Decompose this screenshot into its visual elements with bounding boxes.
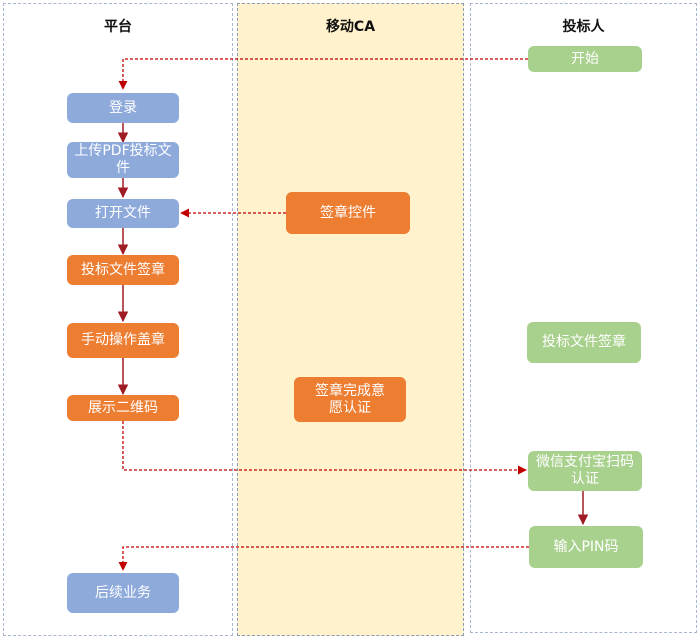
lane-mobile-ca: 移动CA bbox=[237, 3, 464, 636]
node-sign-control: 签章控件 bbox=[286, 192, 410, 234]
node-sign-document-platform: 投标文件签章 bbox=[67, 255, 179, 285]
lane-title-platform: 平台 bbox=[104, 19, 132, 35]
node-start: 开始 bbox=[528, 46, 642, 72]
node-open-file: 打开文件 bbox=[67, 199, 179, 228]
node-login: 登录 bbox=[67, 93, 179, 123]
lane-title-mobile-ca: 移动CA bbox=[325, 19, 376, 35]
node-sign-complete-auth: 签章完成意愿认证 bbox=[294, 377, 406, 422]
lane-platform: 平台 bbox=[3, 3, 233, 636]
lane-bidder: 投标人 bbox=[470, 3, 697, 633]
node-scan-auth: 微信支付宝扫码认证 bbox=[528, 451, 642, 491]
lane-title-bidder: 投标人 bbox=[562, 19, 605, 35]
node-followup-business: 后续业务 bbox=[67, 573, 179, 613]
node-show-qrcode: 展示二维码 bbox=[67, 395, 179, 421]
node-enter-pin: 输入PIN码 bbox=[529, 526, 643, 568]
node-upload-pdf: 上传PDF投标文件 bbox=[67, 142, 179, 178]
node-manual-stamp: 手动操作盖章 bbox=[67, 323, 179, 358]
node-sign-document-bidder: 投标文件签章 bbox=[527, 322, 641, 363]
